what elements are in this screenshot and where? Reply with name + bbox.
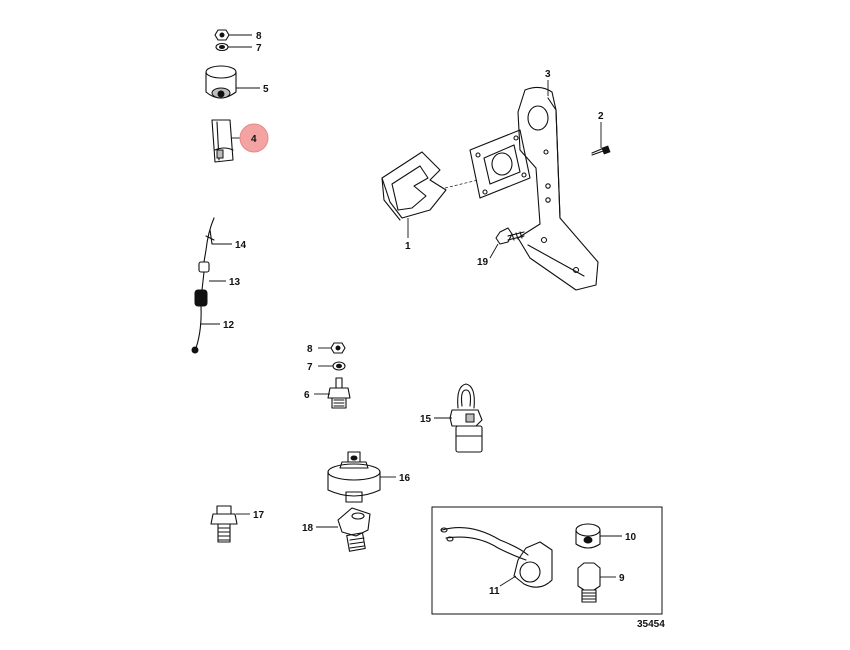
callout-18[interactable]: 18 <box>302 523 314 534</box>
callout-5[interactable]: 5 <box>263 84 269 95</box>
callout-8-middle[interactable]: 8 <box>307 344 313 355</box>
part-fitting-17[interactable] <box>210 505 238 543</box>
callout-6[interactable]: 6 <box>304 390 310 401</box>
leader-11 <box>499 575 517 587</box>
part-washer-7-middle[interactable] <box>332 361 346 371</box>
callout-4[interactable]: 4 <box>251 134 257 145</box>
part-wire-12[interactable] <box>191 289 208 354</box>
assembly-line-1 <box>444 179 479 189</box>
part-bolt-19[interactable] <box>495 227 525 245</box>
callout-7-top[interactable]: 7 <box>256 43 262 54</box>
callout-8-top[interactable]: 8 <box>256 31 262 42</box>
part-elbow-18[interactable] <box>337 507 371 552</box>
part-screw-2[interactable] <box>591 145 611 156</box>
callout-10[interactable]: 10 <box>625 532 637 543</box>
callout-13[interactable]: 13 <box>229 277 241 288</box>
part-adapter-9[interactable] <box>577 562 601 603</box>
part-clip-1[interactable] <box>381 151 447 221</box>
callout-17[interactable]: 17 <box>253 510 265 521</box>
leader-19 <box>489 243 499 259</box>
part-sender-6[interactable] <box>327 377 351 409</box>
part-sensor-15[interactable] <box>449 383 483 453</box>
part-sensor-10[interactable] <box>575 523 601 549</box>
callout-3[interactable]: 3 <box>545 69 551 80</box>
part-washer-7-top[interactable] <box>215 42 229 52</box>
diagram-reference-number: 35454 <box>637 619 665 630</box>
part-sleeve-4[interactable] <box>211 119 234 163</box>
part-nut-8-middle[interactable] <box>330 342 346 354</box>
callout-7-middle[interactable]: 7 <box>307 362 313 373</box>
callout-15[interactable]: 15 <box>420 414 432 425</box>
kit-box <box>431 506 663 615</box>
highlight-circle <box>239 123 269 153</box>
part-connector-13[interactable] <box>198 249 210 291</box>
part-nut-8-top[interactable] <box>214 29 230 41</box>
part-sender-5[interactable] <box>205 65 237 99</box>
callout-16[interactable]: 16 <box>399 473 411 484</box>
callout-11[interactable]: 11 <box>489 586 500 597</box>
callout-14[interactable]: 14 <box>235 240 247 251</box>
part-wire-14[interactable] <box>205 217 215 251</box>
callout-1[interactable]: 1 <box>405 241 411 252</box>
callout-12[interactable]: 12 <box>223 320 235 331</box>
callout-9[interactable]: 9 <box>619 573 625 584</box>
callout-19[interactable]: 19 <box>477 257 489 268</box>
part-harness-11[interactable] <box>440 527 553 588</box>
part-sensor-16[interactable] <box>327 451 381 503</box>
callout-2[interactable]: 2 <box>598 111 604 122</box>
part-bracket-3[interactable] <box>469 86 599 291</box>
